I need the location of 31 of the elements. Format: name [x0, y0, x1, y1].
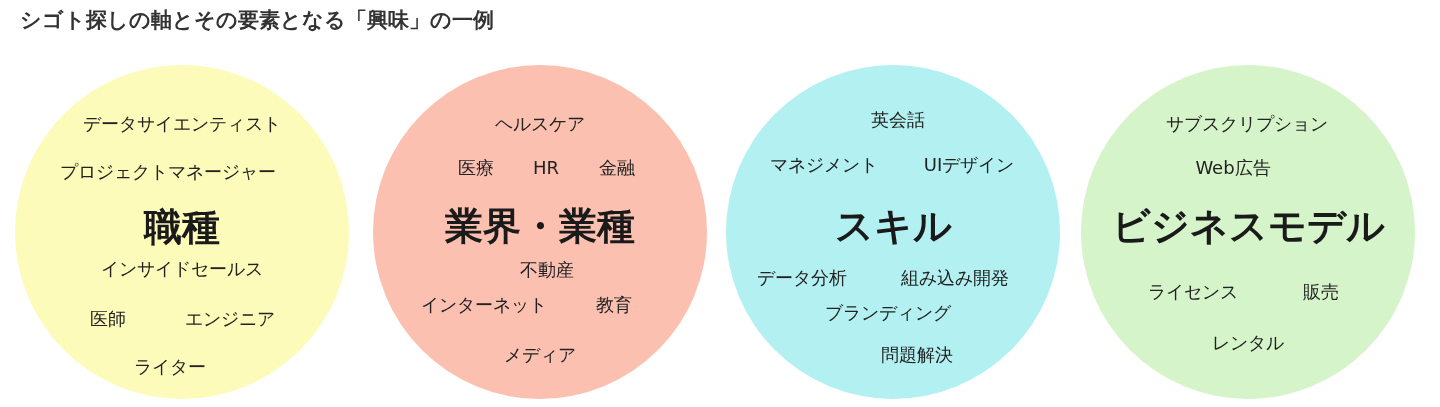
interest-term: エンジニア	[185, 308, 275, 330]
interest-term: メディア	[504, 344, 576, 366]
category-heading: ビジネスモデル	[1111, 204, 1385, 250]
interest-term: 英会話	[871, 109, 925, 131]
interest-term: プロジェクトマネージャー	[60, 161, 276, 183]
interest-term: 医療	[458, 157, 494, 179]
interest-term: UIデザイン	[923, 154, 1015, 176]
interest-term: ライセンス	[1148, 281, 1238, 303]
diagram-title: シゴト探しの軸とその要素となる「興味」の一例	[20, 7, 494, 34]
interest-term: インターネット	[421, 294, 547, 316]
interest-term: 組み込み開発	[901, 267, 1009, 289]
interest-term: Web広告	[1195, 157, 1271, 179]
interest-term: 問題解決	[881, 344, 953, 366]
category-heading: スキル	[834, 204, 952, 250]
category-heading: 職種	[144, 205, 220, 251]
category-heading: 業界・業種	[445, 204, 635, 250]
interest-term: ブランディング	[825, 302, 951, 324]
interest-term: 医師	[90, 308, 126, 330]
interest-term: サブスクリプション	[1166, 113, 1328, 135]
interest-term: HR	[533, 157, 559, 179]
interest-term: 教育	[596, 294, 632, 316]
interest-term: データ分析	[757, 267, 847, 289]
interest-term: データサイエンティスト	[83, 113, 281, 135]
interest-term: 金融	[599, 157, 635, 179]
interest-term: マネジメント	[770, 154, 878, 176]
interest-term: レンタル	[1212, 332, 1284, 354]
interest-term: インサイドセールス	[101, 258, 263, 280]
interest-term: 販売	[1303, 281, 1339, 303]
interest-term: ライター	[134, 356, 206, 378]
interest-term: 不動産	[520, 259, 574, 281]
interest-term: ヘルスケア	[495, 113, 585, 135]
